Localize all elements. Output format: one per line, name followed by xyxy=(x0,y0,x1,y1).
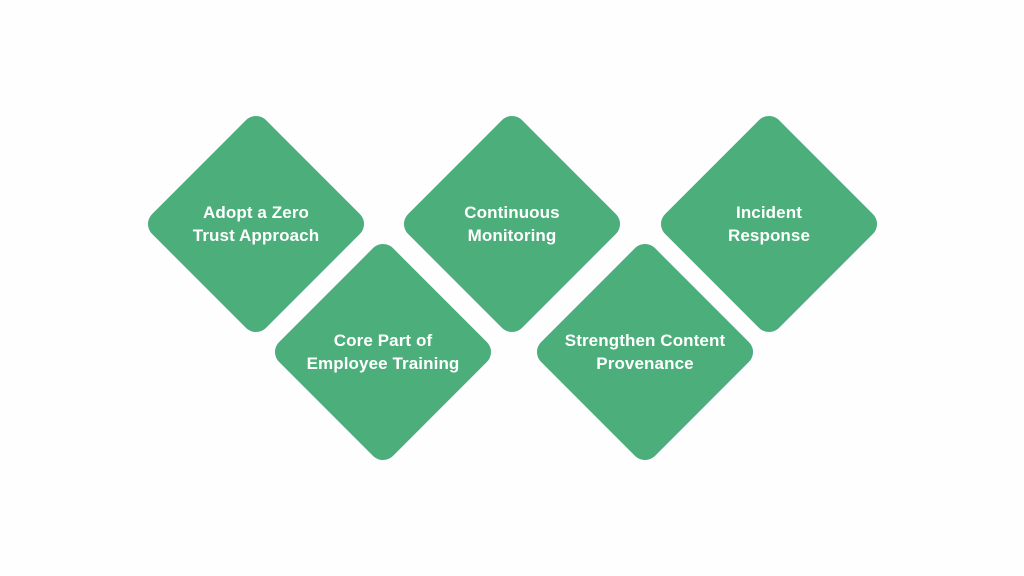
diagram-canvas: Adopt a Zero Trust Approach Core Part of… xyxy=(142,110,883,466)
